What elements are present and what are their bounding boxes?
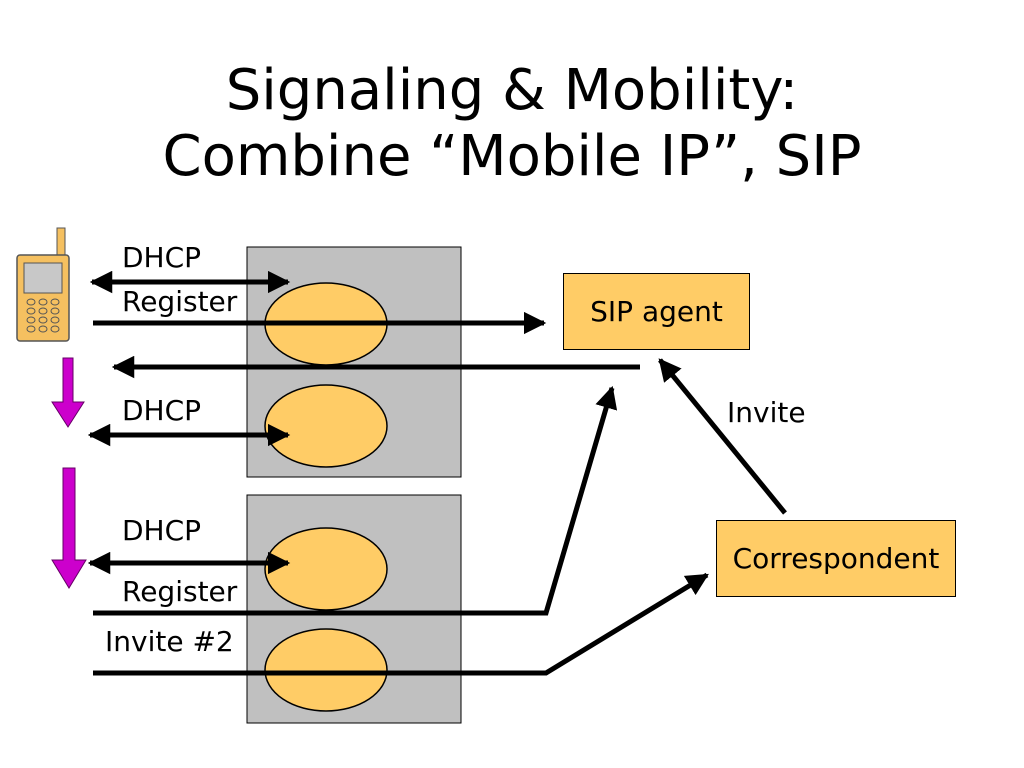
title-line-1: Signaling & Mobility: — [225, 58, 799, 123]
dhcp-label-1: DHCP — [122, 241, 202, 274]
network-node-4 — [264, 628, 388, 712]
register-arrow-2 — [93, 385, 618, 616]
slide-title: Signaling & Mobility: Combine “Mobile IP… — [0, 58, 1024, 190]
invite-2-arrow — [93, 572, 709, 676]
register-label-1: Register — [122, 285, 238, 318]
dhcp-label-2: DHCP — [122, 394, 202, 427]
sip-agent-node: SIP agent — [563, 273, 750, 350]
dhcp-label-3: DHCP — [122, 514, 202, 547]
network-node-2 — [264, 384, 388, 468]
move-down-arrow-icon — [51, 357, 85, 428]
move-down-arrow-icon — [51, 467, 87, 589]
register-label-2: Register — [122, 575, 238, 608]
invite-label: Invite — [727, 396, 806, 429]
invite-2-label: Invite #2 — [105, 625, 234, 658]
network-node-3 — [264, 527, 388, 611]
correspondent-node: Correspondent — [716, 520, 956, 597]
mobile-phone-icon — [16, 227, 70, 342]
invite-arrow — [658, 358, 787, 515]
title-line-2: Combine “Mobile IP”, SIP — [162, 124, 862, 189]
